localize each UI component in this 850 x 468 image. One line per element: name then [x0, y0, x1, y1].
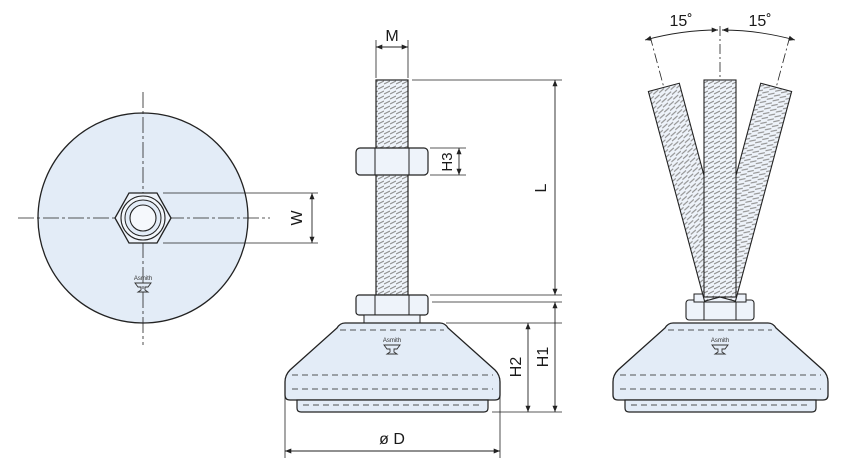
tilt-centerline-right: [775, 35, 791, 89]
stud-end: [129, 204, 157, 232]
tilt-joint-nuts: [685, 293, 755, 321]
logo-text: Asmith: [383, 338, 401, 344]
tilt-centerline-left: [649, 35, 665, 89]
threaded-stud: [375, 79, 409, 296]
hex-nut-lower: [355, 294, 429, 324]
label-h2: H2: [508, 357, 525, 378]
logo-text: Asmith: [134, 276, 152, 282]
label-l: L: [533, 183, 550, 192]
logo-text: Asmith: [711, 338, 729, 344]
tilt-rubber-pad: [624, 399, 817, 413]
tilt-view: Asmith 15˚ 15˚: [612, 13, 829, 413]
label-angle-right: 15˚: [748, 13, 771, 30]
angle-arc-right: [721, 27, 796, 41]
label-angle-left: 15˚: [669, 13, 692, 30]
tilt-base-body: [612, 322, 829, 401]
logo-side-view: Asmith: [383, 338, 401, 355]
top-view: W Asmith: [18, 92, 318, 345]
logo-tilt-view: Asmith: [711, 338, 729, 355]
angle-arc-left: [644, 27, 719, 41]
label-h3: H3: [439, 152, 456, 171]
logo-top-view: Asmith: [134, 276, 152, 293]
label-m: M: [385, 28, 398, 45]
label-w: W: [289, 210, 306, 226]
tilt-stud-center: [703, 79, 737, 298]
rubber-pad: [296, 399, 489, 413]
base-body: [284, 322, 501, 401]
side-view: Asmith M H3 L H2 H1 ø D: [284, 28, 562, 458]
label-diameter: ø D: [379, 431, 405, 448]
label-h1: H1: [535, 347, 552, 368]
hex-nut-upper: [355, 147, 429, 176]
